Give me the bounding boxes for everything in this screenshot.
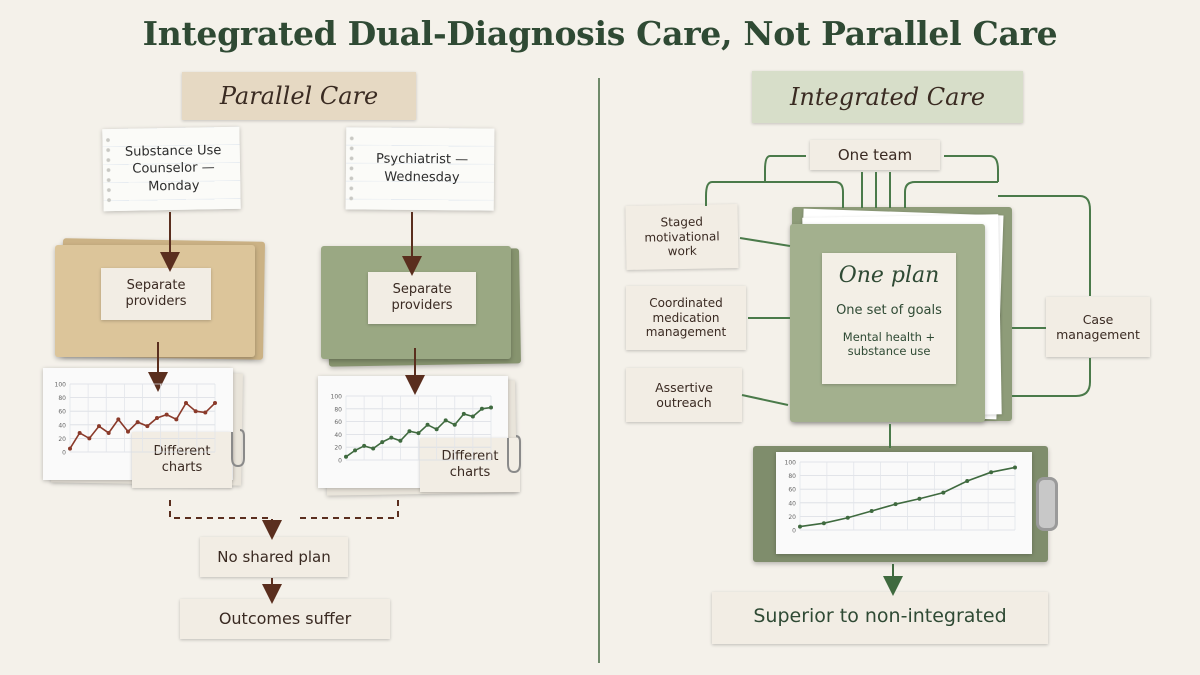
chart-point <box>68 446 72 451</box>
parallel-care-heading: Parallel Care <box>182 72 416 120</box>
chart-point <box>425 422 430 427</box>
chart-tick-label: 60 <box>58 409 66 416</box>
chart-tick-label: 60 <box>334 419 342 426</box>
chart-tick-label: 40 <box>58 422 66 429</box>
chart-point <box>845 515 850 520</box>
chart-point <box>213 401 217 406</box>
one-set-of-goals-label: One set of goals <box>836 303 942 319</box>
chart-point <box>461 411 466 416</box>
chart-point <box>344 454 348 459</box>
chart-tick-label: 20 <box>788 514 796 521</box>
chart-point <box>821 521 826 526</box>
chart-point <box>398 438 403 443</box>
chart-point <box>989 470 994 475</box>
chart-point <box>434 427 439 432</box>
assertive-outreach-label: Assertive outreach <box>626 368 742 422</box>
one-plan-title: One plan <box>838 263 940 288</box>
chart-point <box>203 410 208 415</box>
chart-point <box>407 429 412 434</box>
chart-tick-label: 0 <box>62 450 66 457</box>
chart-tick-label: 0 <box>338 458 342 465</box>
chart-tick-label: 80 <box>788 473 796 480</box>
chart-point <box>917 496 922 501</box>
center-divider <box>598 78 600 663</box>
clipboard-clip <box>1036 477 1058 531</box>
chart-tick-label: 20 <box>58 436 66 443</box>
chart-point <box>443 418 448 423</box>
chart-series-line <box>799 466 1016 528</box>
chart-point <box>1013 465 1017 470</box>
separate-providers-label-right: Separate providers <box>368 272 476 324</box>
paperclip-right <box>507 435 521 474</box>
one-plan-card: One plan One set of goals Mental health … <box>822 253 956 384</box>
chart-point <box>371 446 376 451</box>
chart-point <box>893 502 898 507</box>
outcomes-suffer-label: Outcomes suffer <box>180 599 390 639</box>
chart-point <box>184 401 188 406</box>
chart-point <box>965 479 970 484</box>
chart-point <box>97 424 101 429</box>
chart-point <box>479 406 484 411</box>
chart-point <box>353 448 358 453</box>
chart-point <box>126 429 130 434</box>
dashed-connector-right <box>299 500 399 522</box>
chart-point <box>798 524 802 529</box>
chart-tick-label: 20 <box>334 445 342 452</box>
charts-layer: 100 80 60 40 20 0 100 80 60 40 20 0 100 80 60 40 20 0 <box>55 382 1017 535</box>
chart-point <box>193 409 198 414</box>
chart-point <box>489 405 493 410</box>
chart-point <box>174 417 179 422</box>
team-connectors <box>705 155 1091 448</box>
chart-point <box>470 414 475 419</box>
chart-point <box>380 440 385 445</box>
chart-point <box>164 412 169 417</box>
chart-point <box>416 431 421 436</box>
chart-series-line <box>69 401 216 450</box>
dashed-connector-left <box>169 500 282 540</box>
chart-tick-label: 80 <box>334 406 342 413</box>
paperclip-left <box>231 429 245 468</box>
chart-point <box>145 424 150 429</box>
mental-health-substance-use-label: Mental health + substance use <box>842 329 936 358</box>
chart-tick-label: 100 <box>785 460 797 467</box>
case-management-label: Case management <box>1046 297 1150 357</box>
integrated-care-heading: Integrated Care <box>752 71 1023 123</box>
chart-point <box>106 430 111 435</box>
chart-tick-label: 0 <box>792 528 796 535</box>
superior-to-non-integrated-label: Superior to non-integrated <box>712 592 1048 644</box>
chart-tick-label: 100 <box>331 394 343 401</box>
coordinated-medication-management-label: Coordinated medication management <box>626 286 746 350</box>
chart-point <box>452 422 457 427</box>
chart-tick-label: 100 <box>55 382 67 389</box>
chart-point <box>869 508 874 513</box>
chart-tick-label: 40 <box>334 432 342 439</box>
chart-tick-label: 80 <box>58 395 66 402</box>
one-team-label: One team <box>810 140 940 170</box>
chart-point <box>87 436 92 441</box>
chart-tick-label: 40 <box>788 500 796 507</box>
chart-point <box>941 490 946 495</box>
chart-point <box>135 420 140 425</box>
different-charts-label-right: Different charts <box>420 438 520 492</box>
chart-point <box>155 416 159 420</box>
page-title: Integrated Dual-Diagnosis Care, Not Para… <box>142 14 1058 53</box>
chart-point <box>77 430 82 435</box>
chart-point <box>362 443 367 448</box>
chart-tick-label: 60 <box>788 487 796 494</box>
no-shared-plan-label: No shared plan <box>200 537 348 577</box>
separate-providers-label-left: Separate providers <box>101 268 211 320</box>
chart-point <box>389 435 394 440</box>
chart-point <box>116 417 121 422</box>
